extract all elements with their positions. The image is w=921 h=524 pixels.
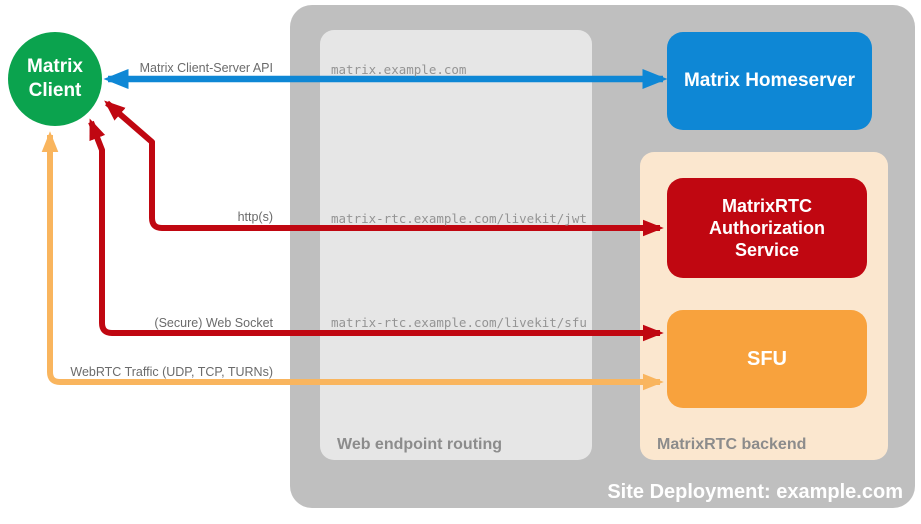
matrixrtc-authorization-service-node: MatrixRTC Authorization Service [667, 178, 867, 278]
matrixrtc-authorization-service-label: MatrixRTC Authorization Service [709, 196, 825, 260]
site-deployment-caption: Site Deployment: example.com [607, 481, 903, 503]
cs-api-arrow-label: Matrix Client-Server API [139, 61, 273, 75]
sfu-endpoint-url: matrix-rtc.example.com/livekit/sfu [331, 315, 587, 330]
web-endpoint-routing-caption: Web endpoint routing [337, 436, 503, 453]
https-arrow-label: http(s) [237, 210, 273, 224]
web-endpoint-routing-panel [320, 30, 592, 460]
matrixrtc-backend-caption: MatrixRTC backend [657, 436, 807, 453]
matrix-client-label: Matrix Client [27, 56, 83, 101]
homeserver-endpoint-url: matrix.example.com [331, 62, 467, 77]
matrix-client-node: Matrix Client [8, 32, 102, 126]
websocket-arrow-label: (Secure) Web Socket [154, 316, 273, 330]
jwt-endpoint-url: matrix-rtc.example.com/livekit/jwt [331, 211, 587, 226]
sfu-label: SFU [747, 347, 787, 370]
matrix-homeserver-label: Matrix Homeserver [683, 70, 856, 91]
matrix-homeserver-node: Matrix Homeserver [667, 32, 872, 130]
webrtc-arrow-label: WebRTC Traffic (UDP, TCP, TURNs) [70, 365, 273, 379]
sfu-node: SFU [667, 310, 867, 408]
